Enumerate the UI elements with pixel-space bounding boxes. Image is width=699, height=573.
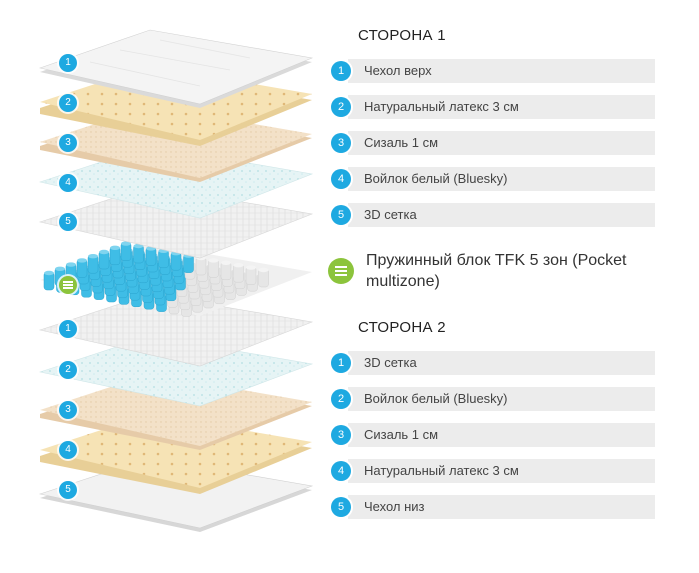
item-label: 3D сетка — [364, 355, 417, 370]
item-label: Сизаль 1 см — [364, 135, 439, 150]
number-badge: 4 — [331, 461, 351, 481]
side2-heading: СТОРОНА 2 — [358, 319, 446, 336]
side1-item-5: 5 3D сетка — [328, 202, 655, 228]
layer-bottom-mesh — [38, 293, 314, 367]
layer-marker-1-top: 1 — [59, 54, 77, 72]
side2-item-1: 1 3D сетка — [328, 350, 655, 376]
number-badge: 2 — [331, 389, 351, 409]
number-badge: 5 — [331, 205, 351, 225]
layer-marker-4-bottom: 4 — [59, 441, 77, 459]
spring-block-marker-icon — [59, 276, 77, 294]
item-label: Сизаль 1 см — [364, 427, 439, 442]
number-badge: 1 — [331, 61, 351, 81]
mattress-layers-illustration: 1 2 3 4 5 1 2 3 4 5 — [0, 0, 330, 573]
layers-svg — [38, 29, 314, 532]
layer-bottom-felt — [38, 335, 314, 407]
side2-item-5: 5 Чехол низ — [328, 494, 655, 520]
side2-item-3: 3 Сизаль 1 см — [328, 422, 655, 448]
side1-item-3: 3 Сизаль 1 см — [328, 130, 655, 156]
layer-marker-5-bottom: 5 — [59, 481, 77, 499]
number-badge: 3 — [331, 425, 351, 445]
layer-marker-3-bottom: 3 — [59, 401, 77, 419]
layer-top-mesh — [38, 185, 314, 259]
spring-block-label: Пружинный блок TFK 5 зон (Pocket multizo… — [366, 252, 627, 290]
layer-marker-1-bottom: 1 — [59, 320, 77, 338]
item-label: Войлок белый (Bluesky) — [364, 391, 508, 406]
number-badge: 4 — [331, 169, 351, 189]
layer-top-cover — [38, 29, 314, 108]
layer-marker-5-top: 5 — [59, 213, 77, 231]
layer-bottom-sisal — [40, 374, 312, 450]
number-badge: 5 — [331, 497, 351, 517]
side1-heading: СТОРОНА 1 — [358, 27, 446, 44]
spring-block-item: Пружинный блок TFK 5 зон (Pocket multizo… — [328, 248, 648, 298]
layer-marker-2-top: 2 — [59, 94, 77, 112]
item-label: Войлок белый (Bluesky) — [364, 171, 508, 186]
side2-item-4: 4 Натуральный латекс 3 см — [328, 458, 655, 484]
item-label: Чехол верх — [364, 63, 432, 78]
layer-spring-block — [40, 241, 312, 317]
layer-marker-3-top: 3 — [59, 134, 77, 152]
layer-marker-2-bottom: 2 — [59, 361, 77, 379]
side1-item-2: 2 Натуральный латекс 3 см — [328, 94, 655, 120]
number-badge: 1 — [331, 353, 351, 373]
layers-icon — [328, 258, 354, 284]
side2-item-2: 2 Войлок белый (Bluesky) — [328, 386, 655, 412]
item-label: 3D сетка — [364, 207, 417, 222]
side1-item-1: 1 Чехол верх — [328, 58, 655, 84]
number-badge: 3 — [331, 133, 351, 153]
layer-marker-4-top: 4 — [59, 174, 77, 192]
item-label: Чехол низ — [364, 499, 425, 514]
item-label: Натуральный латекс 3 см — [364, 463, 519, 478]
item-label: Натуральный латекс 3 см — [364, 99, 519, 114]
number-badge: 2 — [331, 97, 351, 117]
side1-item-4: 4 Войлок белый (Bluesky) — [328, 166, 655, 192]
